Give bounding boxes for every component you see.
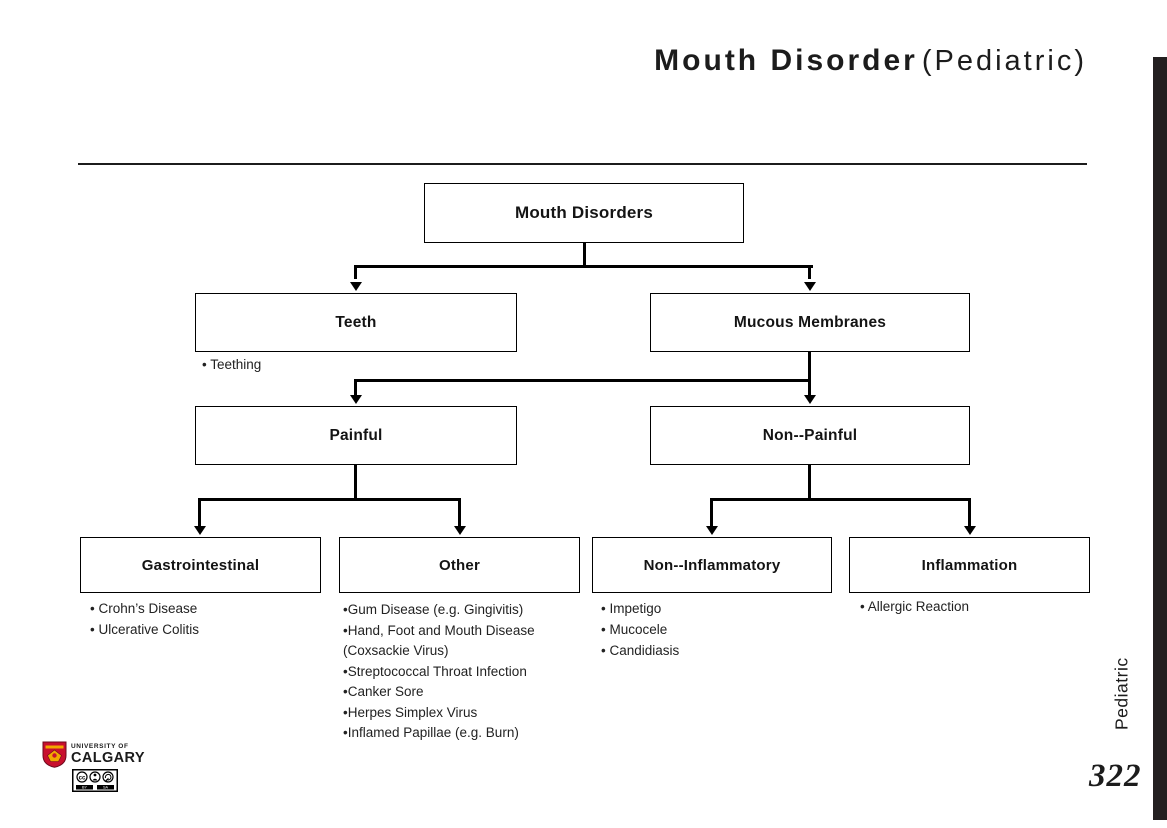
slide-title-suffix: (Pediatric)	[921, 45, 1087, 77]
university-logo-line1: UNIVERSITY OF	[71, 742, 129, 750]
node-non-inflammatory: Non--Inflammatory	[592, 537, 832, 593]
cc-license-badge: cc BY SA	[72, 769, 118, 797]
node-inflammation: Inflammation	[849, 537, 1090, 593]
bullet-item: •Gum Disease (e.g. Gingivitis)	[343, 602, 524, 617]
connector-to-gastro	[198, 498, 201, 527]
sa-icon	[102, 771, 114, 783]
bullet-item: • Candidiasis	[601, 642, 680, 658]
cc-sa-label: SA	[103, 786, 109, 790]
connector-to-mucous	[808, 265, 811, 279]
connector-mucous-cross	[354, 379, 811, 382]
non-inflammatory-notes: • Impetigo • Mucocele • Candidiasis	[601, 599, 679, 661]
inflammation-notes: • Allergic Reaction	[860, 597, 969, 618]
connector-root-stem	[583, 243, 586, 268]
node-non-painful: Non--Painful	[650, 406, 970, 465]
connector-to-non-painful	[808, 382, 811, 396]
node-teeth: Teeth	[195, 293, 517, 352]
node-label: Non--Painful	[762, 426, 858, 444]
arrowhead-teeth-icon	[350, 282, 362, 291]
bullet-item: • Crohn’s Disease	[90, 601, 198, 616]
cc-by-label: BY	[82, 786, 88, 790]
page-number: 322	[1089, 758, 1142, 794]
slide-title: Mouth Disorder(Pediatric)	[0, 44, 1087, 78]
connector-root-cross	[354, 265, 813, 268]
node-label: Inflammation	[921, 556, 1018, 574]
bullet-item: •Canker Sore	[343, 684, 424, 699]
arrowhead-mucous-icon	[804, 282, 816, 291]
svg-text:cc: cc	[79, 775, 86, 781]
university-logo-line2: CALGARY	[71, 750, 145, 766]
connector-to-other	[458, 498, 461, 527]
connector-to-non-inflammatory	[710, 498, 713, 527]
university-logo-text: UNIVERSITY OF CALGARY	[71, 742, 145, 766]
connector-painful-cross	[198, 498, 461, 501]
arrowhead-inflammation-icon	[964, 526, 976, 535]
bullet-item: • Mucocele	[601, 621, 668, 637]
node-mouth-disorders: Mouth Disorders	[424, 183, 744, 243]
bullet-item: • Ulcerative Colitis	[90, 621, 200, 637]
connector-mucous-stem	[808, 352, 811, 382]
slide-title-main: Mouth Disorder	[654, 44, 918, 77]
node-gastrointestinal: Gastrointestinal	[80, 537, 321, 593]
bullet-item: •Inflamed Papillae (e.g. Burn)	[343, 725, 519, 740]
gastrointestinal-notes: • Crohn’s Disease • Ulcerative Colitis	[90, 599, 199, 641]
arrowhead-non-inflammatory-icon	[706, 526, 718, 535]
node-label: Mucous Membranes	[733, 313, 887, 331]
section-tab-label: Pediatric	[1111, 657, 1132, 731]
node-mucous-membranes: Mucous Membranes	[650, 293, 970, 352]
cc-icon: cc	[76, 771, 88, 783]
node-label: Mouth Disorders	[514, 203, 654, 222]
section-edge-bar	[1153, 57, 1167, 820]
bullet-item: • Allergic Reaction	[860, 599, 970, 614]
arrowhead-painful-icon	[350, 395, 362, 404]
by-icon	[89, 771, 101, 783]
connector-non-painful-stem	[808, 465, 811, 501]
connector-to-painful	[354, 379, 357, 396]
node-label: Other	[438, 556, 480, 574]
bullet-item: • Teething	[202, 357, 262, 372]
node-painful: Painful	[195, 406, 517, 465]
university-logo: UNIVERSITY OF CALGARY	[42, 741, 145, 768]
connector-non-painful-cross	[710, 498, 971, 501]
arrowhead-gastro-icon	[194, 526, 206, 535]
bullet-item: •Herpes Simplex Virus	[343, 704, 478, 720]
connector-to-inflammation	[968, 498, 971, 527]
teeth-notes: • Teething	[202, 355, 261, 376]
connector-to-teeth	[354, 265, 357, 279]
bullet-item: • Impetigo	[601, 601, 662, 616]
other-notes: •Gum Disease (e.g. Gingivitis) •Hand, Fo…	[343, 600, 537, 744]
connector-painful-stem	[354, 465, 357, 501]
title-divider-line	[78, 163, 1087, 165]
node-label: Non--Inflammatory	[643, 556, 781, 574]
node-label: Teeth	[335, 313, 377, 331]
bullet-item: •Hand, Foot and Mouth Disease (Coxsackie…	[343, 622, 539, 659]
bullet-item: •Streptococcal Throat Infection	[343, 663, 527, 679]
arrowhead-other-icon	[454, 526, 466, 535]
node-label: Painful	[329, 426, 383, 444]
arrowhead-non-painful-icon	[804, 395, 816, 404]
node-other: Other	[339, 537, 580, 593]
node-label: Gastrointestinal	[141, 556, 260, 574]
uofc-shield-icon	[42, 741, 67, 768]
